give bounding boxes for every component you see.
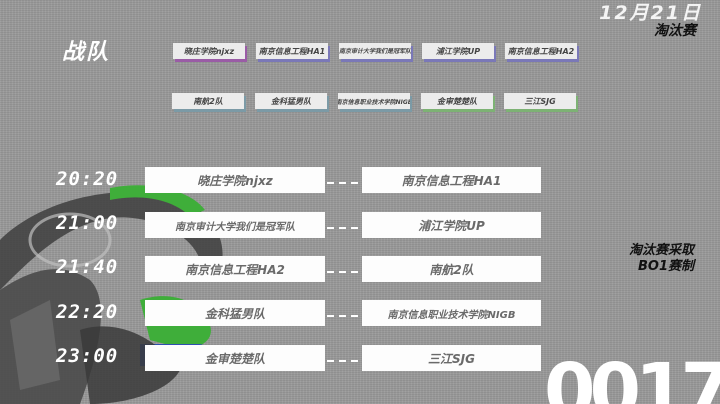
team-tag: 金审楚楚队 xyxy=(421,93,493,109)
format-note: 淘汰赛采取 BO1赛制 xyxy=(629,243,694,275)
match-time: 21:00 xyxy=(56,212,119,234)
team-tag: 浦江学院UP xyxy=(422,43,494,59)
team-b-box: 南航2队 xyxy=(362,256,541,282)
match-time: 21:40 xyxy=(56,256,119,278)
team-tag: 金科猛男队 xyxy=(255,93,327,109)
team-a-box: 晓庄学院njxz xyxy=(145,167,325,193)
team-b-box: 三江SJG xyxy=(362,345,541,371)
team-tag: 晓庄学院njxz xyxy=(173,43,245,59)
team-tag: 三江SJG xyxy=(504,93,576,109)
team-tag: 南京信息工程HA2 xyxy=(505,43,577,59)
match-time: 22:20 xyxy=(56,301,119,323)
team-b-box: 南京信息工程HA1 xyxy=(362,167,541,193)
team-a-box: 南京审计大学我们是冠军队 xyxy=(145,212,325,238)
team-a-box: 南京信息工程HA2 xyxy=(145,256,325,282)
team-tag: 南航2队 xyxy=(172,93,244,109)
versus-dash xyxy=(327,360,361,362)
match-time: 23:00 xyxy=(56,345,119,367)
versus-dash xyxy=(327,315,361,317)
match-time: 20:20 xyxy=(56,168,119,190)
format-note-line2: BO1赛制 xyxy=(637,259,694,274)
versus-dash xyxy=(327,182,361,184)
stage-label: 淘汰赛 xyxy=(654,23,696,39)
team-tag: 南京信息职业技术学院NIGB xyxy=(338,93,410,109)
team-a-box: 金科猛男队 xyxy=(145,300,325,326)
team-tag: 南京审计大学我们是冠军队 xyxy=(339,43,411,59)
team-tag: 南京信息工程HA1 xyxy=(256,43,328,59)
format-note-line1: 淘汰赛采取 xyxy=(628,243,694,258)
team-b-box: 南京信息职业技术学院NIGB xyxy=(362,300,541,326)
match-date: 12月21日 xyxy=(599,2,702,24)
match-number: 0017 xyxy=(544,348,720,404)
versus-dash xyxy=(327,227,361,229)
team-a-box: 金审楚楚队 xyxy=(145,345,325,371)
versus-dash xyxy=(327,271,361,273)
team-b-box: 浦江学院UP xyxy=(362,212,541,238)
teams-heading: 战队 xyxy=(62,40,111,65)
